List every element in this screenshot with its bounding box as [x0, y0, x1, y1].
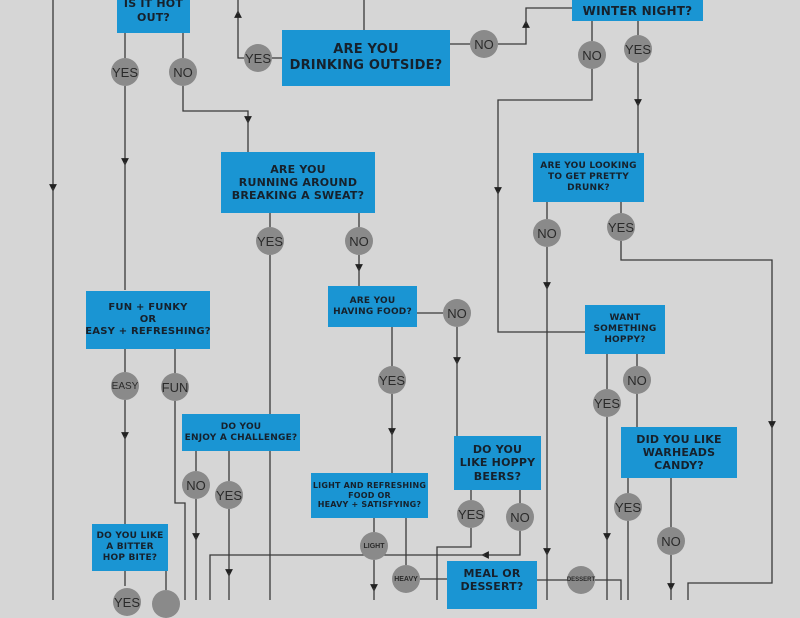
question-pretty-drunk: ARE YOU LOOKING TO GET PRETTY DRUNK? [533, 153, 644, 202]
box-line: ARE YOU [333, 42, 399, 58]
box-line: DESSERT? [460, 580, 524, 594]
answer-yes: YES [256, 227, 284, 255]
question-enjoy-challenge: DO YOU ENJOY A CHALLENGE? [182, 414, 300, 451]
box-line: ARE YOU [270, 162, 326, 176]
box-line: OR [139, 314, 157, 325]
box-line: TO GET PRETTY [547, 172, 629, 183]
box-line: ARE YOU LOOKING [540, 161, 637, 172]
box-line: DRINKING OUTSIDE? [289, 58, 443, 73]
question-bitter-hop-bite: DO YOU LIKE A BITTER HOP BITE? [92, 524, 168, 571]
answer-no: NO [657, 527, 685, 555]
box-line: ENJOY A CHALLENGE? [184, 432, 298, 443]
answer-yes: YES [457, 500, 485, 528]
answer-no: NO [533, 219, 561, 247]
box-line: IS IT HOT [123, 0, 184, 11]
question-is-it-hot-out: IS IT HOT OUT? [117, 0, 190, 33]
answer-heavy: HEAVY [392, 565, 420, 593]
answer-easy: EASY [111, 372, 139, 400]
box-line: DO YOU [472, 443, 523, 457]
answer-no: NO [182, 471, 210, 499]
question-drinking-outside: ARE YOU DRINKING OUTSIDE? [282, 30, 450, 86]
answer-yes: YES [607, 213, 635, 241]
question-like-hoppy-beers: DO YOU LIKE HOPPY BEERS? [454, 436, 541, 490]
box-line: DRUNK? [567, 182, 610, 193]
answer-yes: YES [624, 35, 652, 63]
answer-no: NO [623, 366, 651, 394]
question-meal-or-dessert: MEAL OR DESSERT? [447, 561, 537, 609]
answer-no: NO [470, 30, 498, 58]
question-warheads-candy: DID YOU LIKE WARHEADS CANDY? [621, 427, 737, 478]
box-line: HOP BITE? [102, 552, 158, 563]
answer-no: NO [169, 58, 197, 86]
answer-no: NO [443, 299, 471, 327]
question-having-food: ARE YOU HAVING FOOD? [328, 286, 417, 327]
box-line: MEAL OR [463, 567, 521, 580]
box-line: WARHEADS [642, 445, 716, 459]
box-line: HAVING FOOD? [333, 306, 412, 317]
box-line: RUNNING AROUND [238, 175, 358, 189]
answer-fun: FUN [161, 373, 189, 401]
box-line: DID YOU LIKE [636, 432, 722, 446]
answer-no: NO [506, 503, 534, 531]
connector-lines [49, 0, 800, 600]
answer-yes: YES [244, 44, 272, 72]
box-line: CANDY? [654, 459, 704, 473]
question-fun-or-easy: FUN + FUNKY OR EASY + REFRESHING? [85, 291, 211, 349]
answer-yes: YES [111, 58, 139, 86]
answer-dessert: DESSERT [567, 566, 595, 594]
answer-yes: YES [215, 481, 243, 509]
box-line: A BITTER [106, 542, 154, 553]
answer-yes: YES [378, 366, 406, 394]
question-winter-night: WINTER NIGHT? [572, 0, 703, 21]
answer-no: NO [578, 41, 606, 69]
question-light-or-heavy: LIGHT AND REFRESHING FOOD OR HEAVY + SAT… [311, 473, 428, 518]
answer-yes: YES [113, 588, 141, 616]
box-line: LIGHT AND REFRESHING [312, 481, 427, 491]
box-line: ARE YOU [349, 295, 396, 306]
box-line: HOPPY? [604, 334, 646, 345]
question-want-hoppy: WANT SOMETHING HOPPY? [585, 305, 665, 354]
answer-yes: YES [614, 493, 642, 521]
answer-light: LIGHT [360, 532, 388, 560]
box-line: DO YOU [220, 421, 262, 432]
box-line: LIKE HOPPY [459, 456, 536, 470]
box-line: BREAKING A SWEAT? [231, 189, 365, 203]
box-line: OUT? [137, 10, 170, 24]
question-running-sweat: ARE YOU RUNNING AROUND BREAKING A SWEAT? [221, 152, 375, 213]
answer-circle-partial [152, 590, 180, 618]
box-line: FUN + FUNKY [108, 302, 188, 313]
answer-no: NO [345, 227, 373, 255]
box-line: DO YOU LIKE [96, 531, 164, 542]
box-line: SOMETHING [593, 324, 657, 335]
box-line: EASY + REFRESHING? [85, 326, 211, 337]
box-line: BEERS? [473, 469, 522, 483]
box-line: WANT [609, 313, 641, 324]
box-line: HEAVY + SATISFYING? [317, 500, 422, 510]
box-line: WINTER NIGHT? [582, 3, 693, 18]
box-line: FOOD OR [348, 490, 391, 500]
answer-yes: YES [593, 389, 621, 417]
